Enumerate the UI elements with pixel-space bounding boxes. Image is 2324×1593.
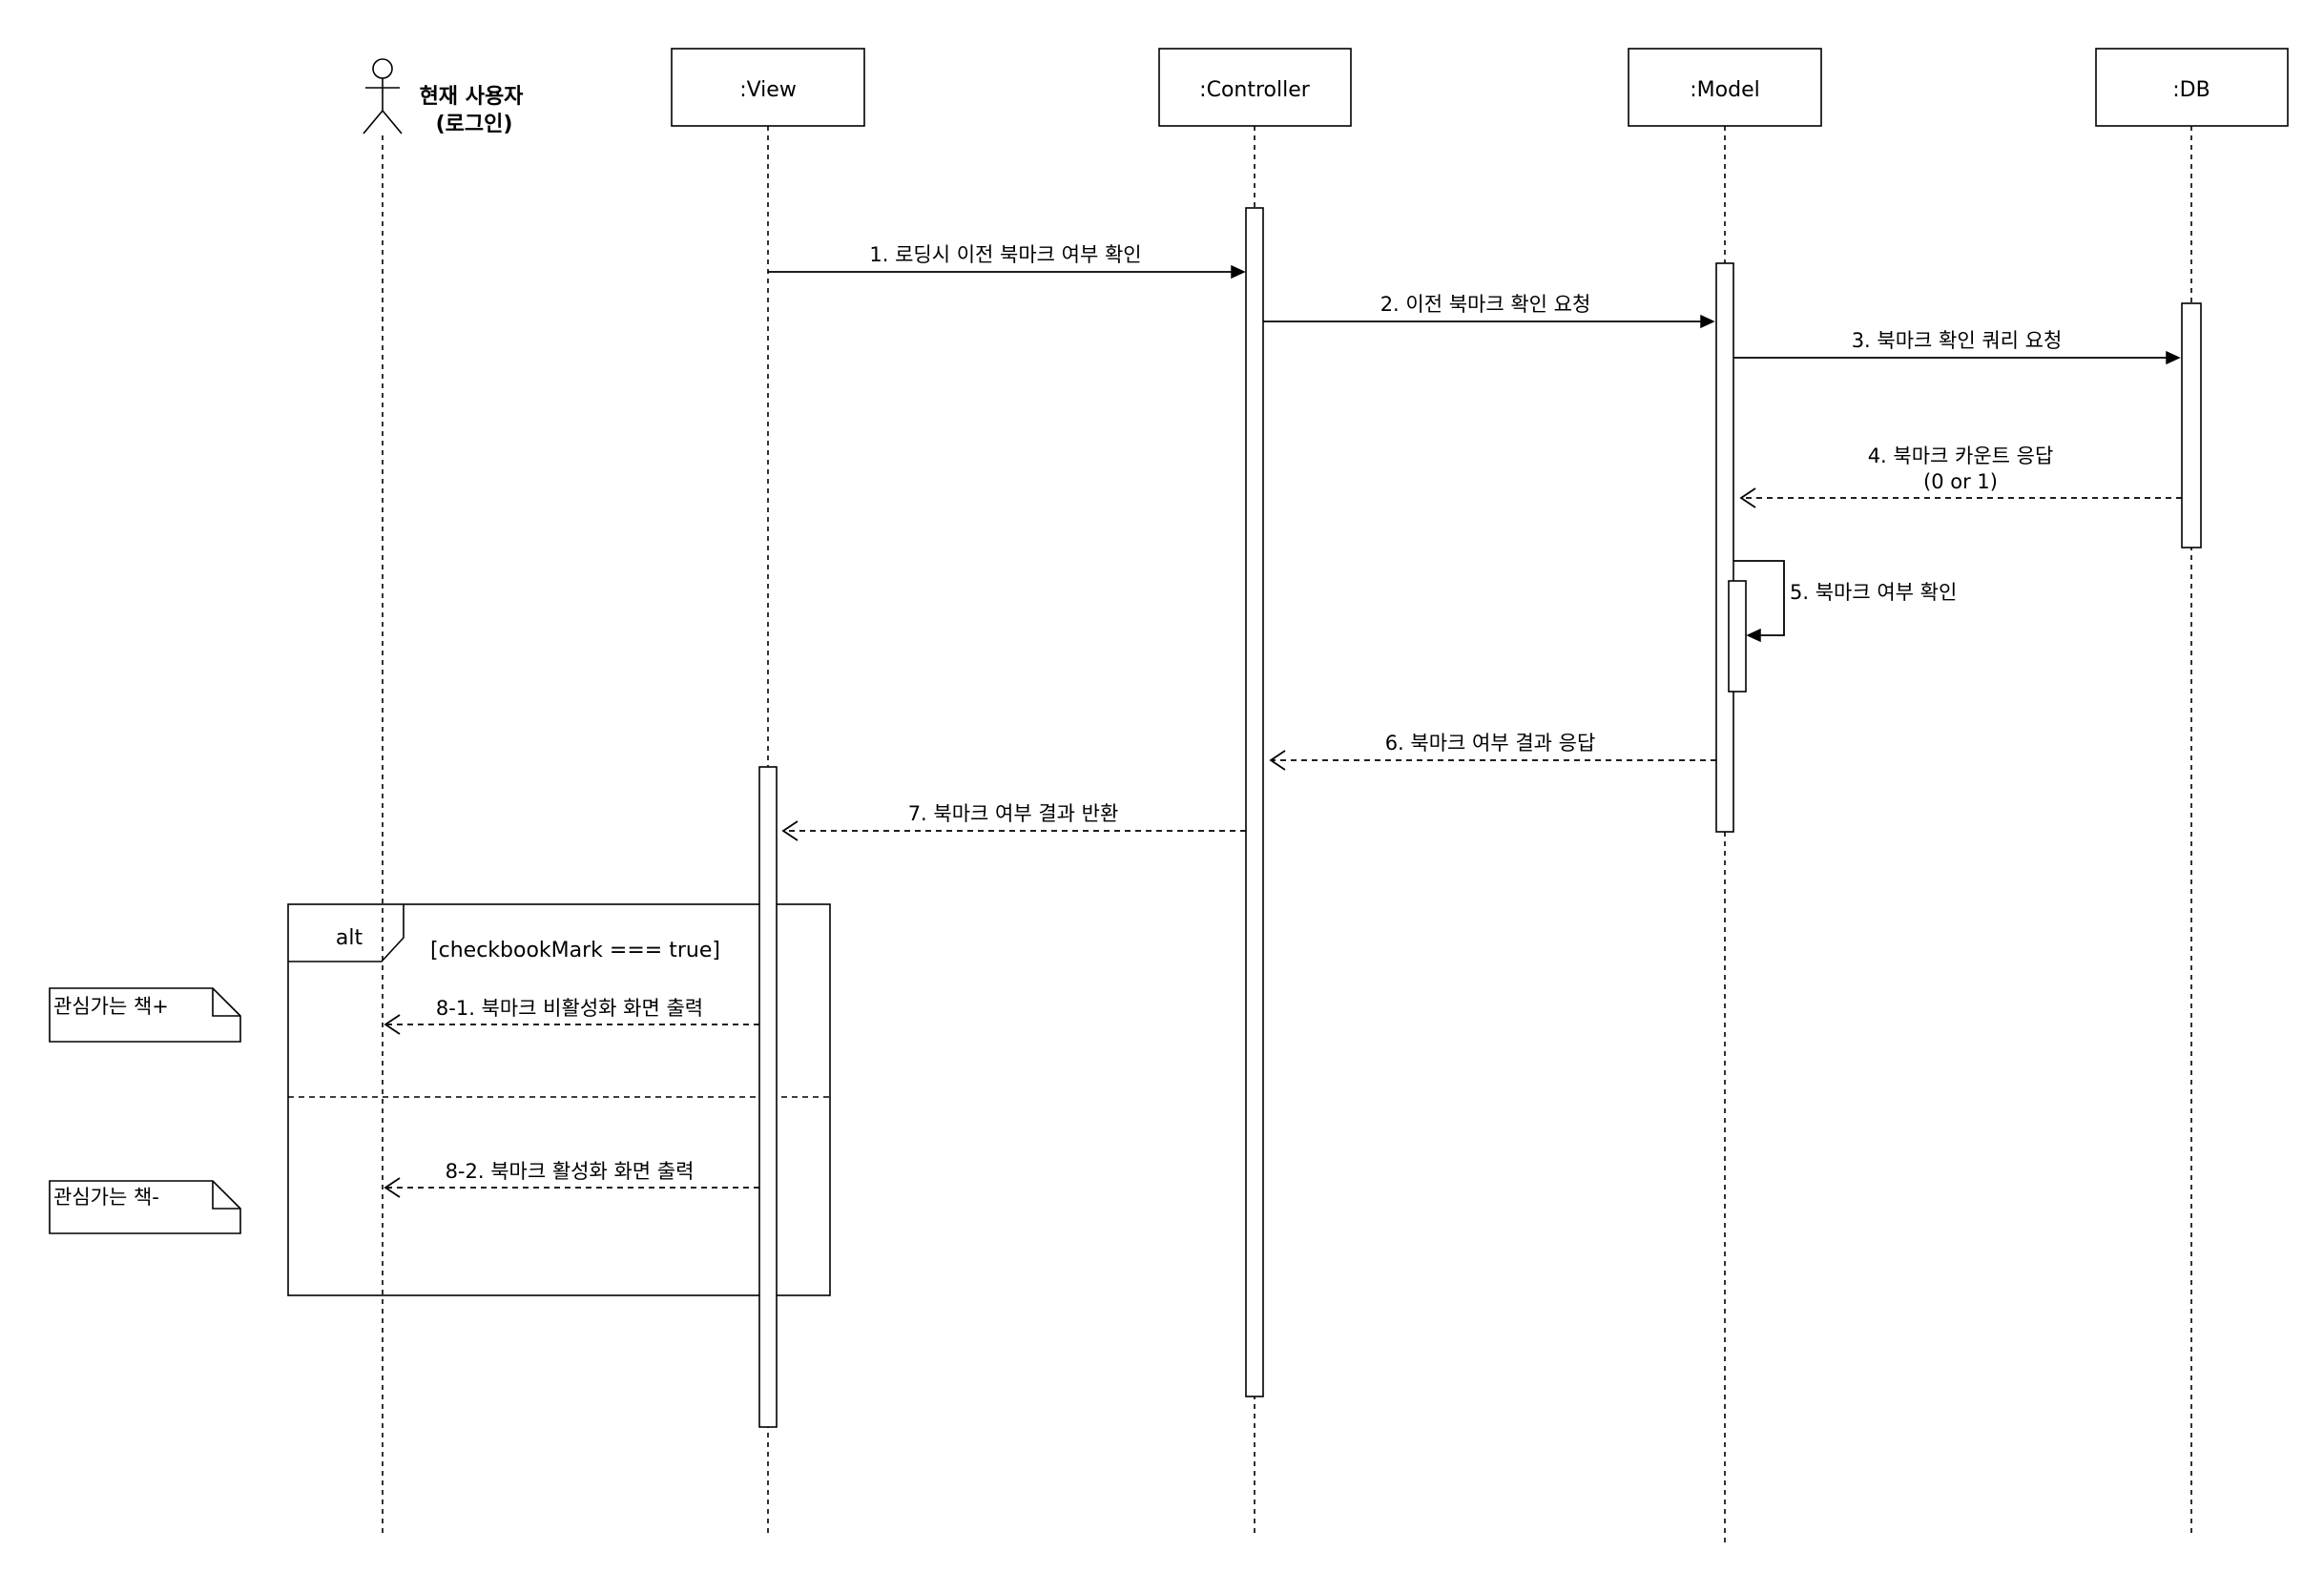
note-2-text: 관심가는 책- <box>53 1186 159 1209</box>
db-participant: :DB <box>2095 48 2289 127</box>
alt-guard-label: [checkbookMark === true] <box>430 939 720 962</box>
message-4-sublabel: (0 or 1) <box>1923 470 1998 493</box>
message-1-label: 1. 로딩시 이전 북마크 여부 확인 <box>869 243 1141 266</box>
alt-operator-label: alt <box>336 926 363 950</box>
message-3-label: 3. 북마크 확인 쿼리 요청 <box>1852 329 2063 352</box>
message-4: 4. 북마크 카운트 응답 (0 or 1) <box>1739 445 2182 508</box>
controller-participant: :Controller <box>1158 48 1352 127</box>
view-participant: :View <box>671 48 865 127</box>
message-5-label: 5. 북마크 여부 확인 <box>1790 581 1957 604</box>
message-7: 7. 북마크 여부 결과 반환 <box>781 802 1246 841</box>
note-1: 관심가는 책+ <box>49 987 241 1043</box>
message-6-label: 6. 북마크 여부 결과 응답 <box>1385 732 1596 755</box>
message-8-2: 8-2. 북마크 활성화 화면 출력 <box>384 1160 759 1198</box>
message-4-label: 4. 북마크 카운트 응답 <box>1868 445 2054 467</box>
model-activation <box>1715 262 1734 833</box>
note-1-text: 관심가는 책+ <box>53 995 169 1018</box>
message-1: 1. 로딩시 이전 북마크 여부 확인 <box>768 243 1246 279</box>
db-activation <box>2181 302 2202 548</box>
message-5: 5. 북마크 여부 확인 <box>1733 560 1957 643</box>
db-participant-label: :DB <box>2172 78 2210 102</box>
view-participant-label: :View <box>739 78 797 102</box>
actor-figure-icon <box>363 58 403 134</box>
message-2-label: 2. 이전 북마크 확인 요청 <box>1380 293 1591 316</box>
message-2: 2. 이전 북마크 확인 요청 <box>1263 293 1715 329</box>
message-8-2-label: 8-2. 북마크 활성화 화면 출력 <box>446 1160 695 1183</box>
message-8-1-label: 8-1. 북마크 비활성화 화면 출력 <box>436 997 703 1020</box>
model-participant: :Model <box>1628 48 1822 127</box>
model-participant-label: :Model <box>1690 78 1759 102</box>
view-activation <box>758 766 778 1428</box>
controller-participant-label: :Controller <box>1199 78 1311 102</box>
message-6: 6. 북마크 여부 결과 응답 <box>1269 732 1716 771</box>
actor-name: 현재 사용자 <box>420 85 525 109</box>
message-3: 3. 북마크 확인 쿼리 요청 <box>1733 329 2181 365</box>
actor-role: (로그인) <box>436 113 513 136</box>
note-2: 관심가는 책- <box>49 1180 241 1234</box>
message-7-label: 7. 북마크 여부 결과 반환 <box>908 802 1119 825</box>
message-8-1: 8-1. 북마크 비활성화 화면 출력 <box>384 997 759 1035</box>
controller-activation <box>1245 207 1264 1397</box>
alt-fragment: alt [checkbookMark === true] <box>287 903 831 1296</box>
model-self-activation <box>1728 580 1747 693</box>
